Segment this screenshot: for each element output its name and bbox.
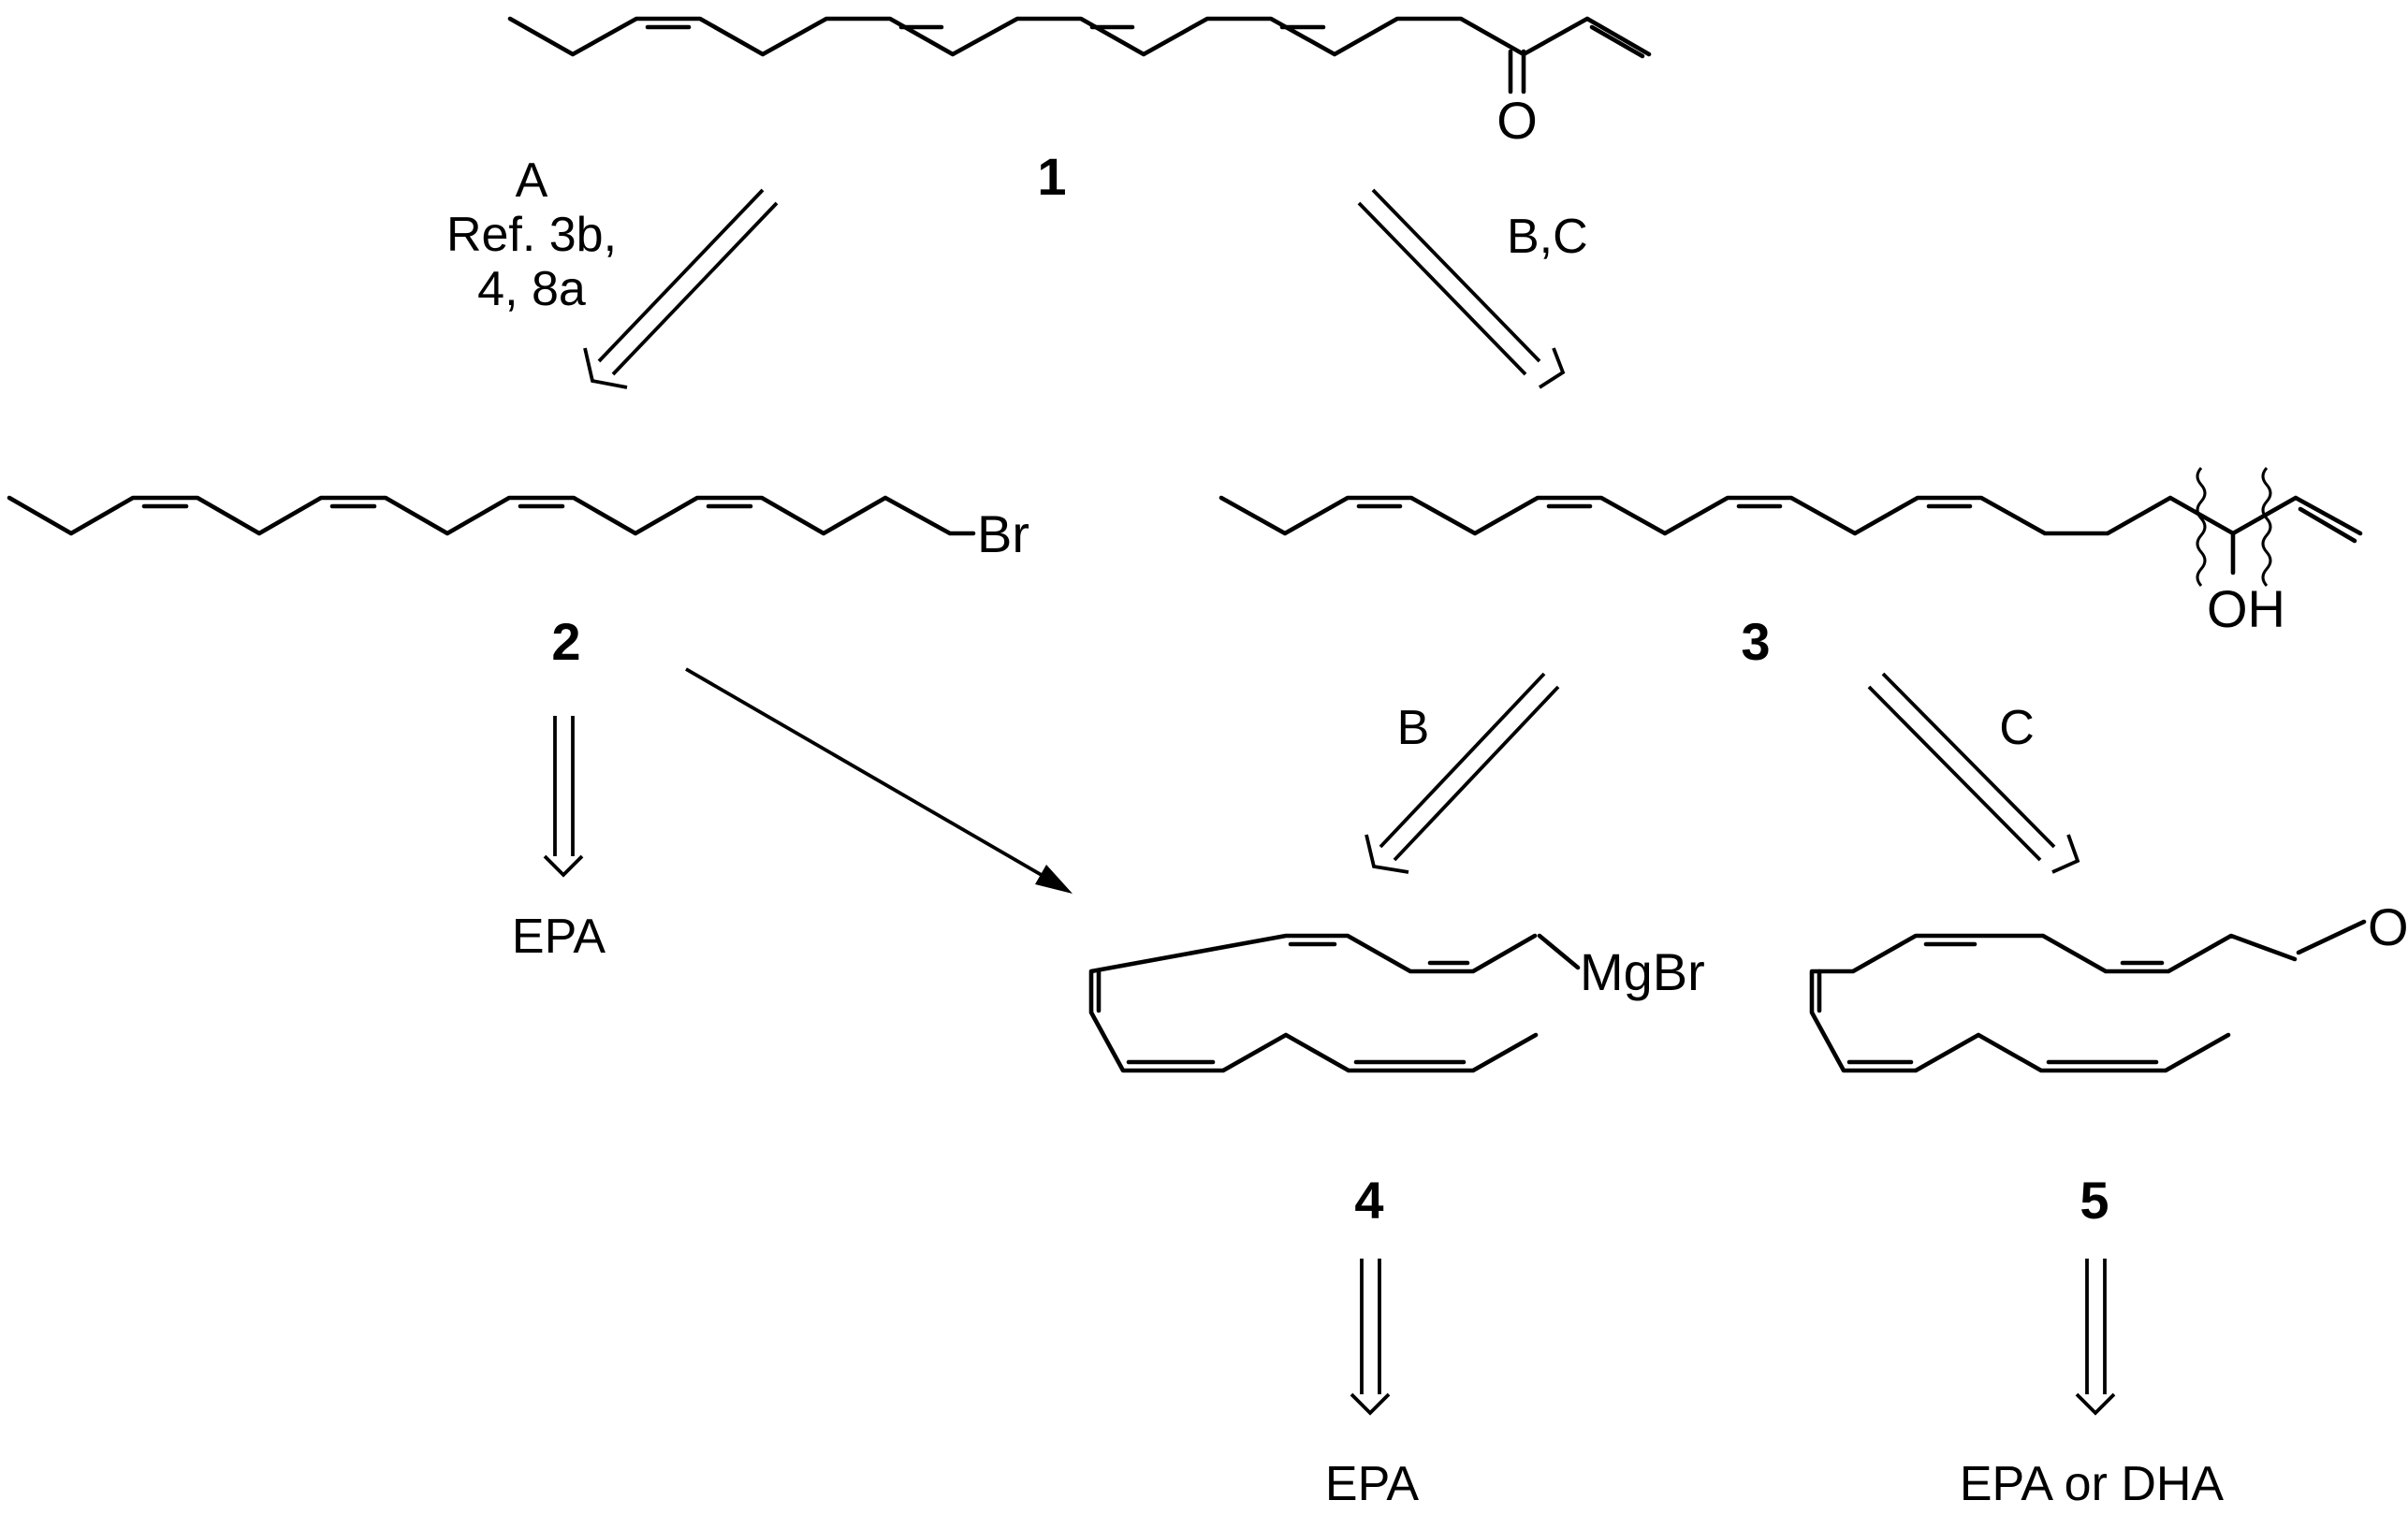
compound-4-structure: MgBr [1088,933,1705,1073]
condition-bc-label: B,C [1507,210,1588,264]
hydroxyl-3-atom: OH [2207,579,2285,638]
product-epa-or-dha-from-5: EPA or DHA [1960,1457,2225,1511]
bond-break-mark-right [2261,467,2272,587]
retro-arrow-3-to-4 [1365,672,1560,874]
oxygen-5-atom: O [2368,897,2408,956]
compound-4-label: 4 [1354,1171,1383,1230]
condition-a-label: A [516,153,548,208]
condition-c-label: C [1999,701,2035,755]
oxygen-1-atom: O [1496,91,1538,150]
reference-line-2: 4, 8a [477,262,586,316]
compound-5-structure: O [1809,897,2408,1073]
retro-arrow-1-to-2 [583,188,779,389]
compound-2-label: 2 [551,612,580,671]
product-epa-from-2: EPA [512,910,606,964]
compound-3-label: 3 [1741,612,1770,671]
reference-line-1: Ref. 3b, [446,208,617,262]
condition-b-label: B [1397,701,1430,755]
retro-arrow-1-to-3 [1357,188,1566,389]
retro-arrow-5-to-epa-or-dha [2075,1259,2116,1416]
compound-1-structure: O [507,16,1652,150]
grignard-4-atom: MgBr [1580,942,1705,1001]
compound-3-structure: OH [1219,467,2363,638]
bond-break-mark-left [2196,467,2207,587]
compound-5-label: 5 [2080,1171,2109,1230]
compound-2-structure: Br [7,495,1029,563]
retro-arrow-2-to-epa [543,716,584,878]
retro-arrow-4-to-epa [1350,1259,1391,1416]
compound-1-label: 1 [1037,147,1066,206]
retro-arrow-3-to-5 [1867,672,2080,874]
product-epa-from-4: EPA [1325,1457,1420,1511]
forward-arrow-2-to-4 [685,667,1073,894]
bromine-2-atom: Br [977,504,1029,563]
